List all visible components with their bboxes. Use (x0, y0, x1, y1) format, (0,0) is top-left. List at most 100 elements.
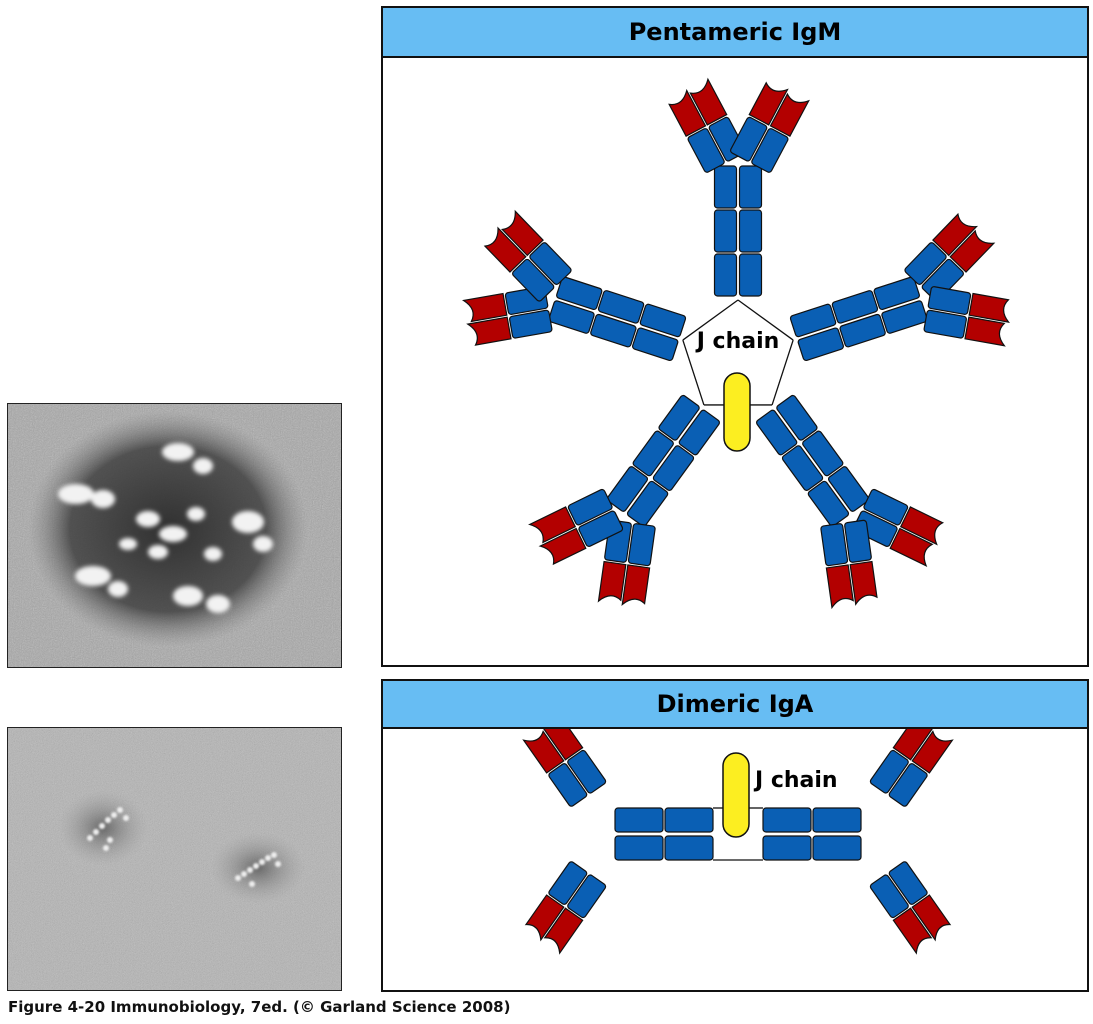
variable-domain (621, 564, 651, 606)
variable-domain (932, 212, 979, 257)
constant-domain (927, 286, 972, 315)
constant-domain (687, 128, 725, 173)
heavy-chain-constant-domain (807, 480, 850, 527)
heavy-chain-constant-domain (781, 445, 824, 491)
pentameric-igm-diagram: J chain (461, 77, 1010, 610)
heavy-chain-constant-domain (590, 313, 637, 348)
heavy-chain-constant-domain (812, 835, 862, 861)
heavy-chain-constant-domain (812, 807, 862, 833)
heavy-chain-constant-domain (831, 290, 879, 324)
constant-domain (567, 874, 607, 919)
constant-domain (863, 488, 909, 526)
heavy-chain-constant-domain (713, 209, 738, 253)
fab-arm (522, 729, 607, 807)
variable-domain (911, 894, 952, 942)
j-chain-label: J chain (753, 768, 838, 793)
constant-domain (923, 309, 967, 339)
heavy-chain-constant-domain (658, 394, 700, 441)
fab-arm (528, 488, 624, 566)
heavy-chain-constant-domain (548, 300, 595, 334)
constant-domain (567, 749, 607, 794)
heavy-chain-constant-domain (756, 409, 798, 456)
variable-domain (538, 527, 587, 566)
fab-arm (923, 286, 1010, 347)
heavy-chain-constant-domain (632, 327, 679, 362)
variable-domain (769, 92, 810, 137)
fab-arm (869, 861, 952, 955)
constant-domain (578, 510, 624, 548)
constant-domain (627, 523, 656, 567)
variable-domain (825, 564, 854, 610)
heavy-chain-constant-domain (664, 807, 714, 833)
variable-domain (748, 81, 789, 126)
j-chain-label: J chain (695, 329, 780, 354)
figure-caption: Figure 4-20 Immunobiology, 7ed. (© Garla… (8, 998, 511, 1016)
dimeric-iga-panel: Dimeric IgA J chain (381, 679, 1089, 992)
constant-domain (904, 242, 947, 285)
igm-monomers (461, 77, 1010, 610)
disulfide-bonds (682, 299, 794, 406)
variable-domain (899, 506, 945, 546)
heavy-chain-constant-domain (556, 276, 603, 311)
heavy-chain-constant-domain (797, 327, 844, 362)
fab-arm (820, 519, 878, 610)
iga-monomers (522, 729, 954, 955)
variable-domain (968, 292, 1010, 323)
dimeric-iga-micrograph (7, 727, 342, 991)
heavy-chain-constant-domain (626, 480, 669, 527)
disulfide-bonds (713, 807, 763, 861)
fab-arm (597, 519, 656, 606)
variable-domain (949, 229, 996, 273)
igm-monomer-1 (668, 77, 810, 297)
variable-domain (892, 907, 933, 955)
heavy-chain-constant-domain (632, 430, 674, 477)
iga-monomer-2 (762, 729, 954, 955)
fab-arm (483, 209, 572, 302)
fab-arm (869, 729, 954, 807)
constant-domain (751, 128, 789, 173)
constant-domain (888, 763, 928, 807)
heavy-chain-constant-domain (639, 303, 687, 338)
heavy-chain-constant-domain (614, 807, 664, 833)
dimeric-iga-diagram: J chain (522, 729, 954, 955)
constant-domain (512, 258, 555, 302)
variable-domain (543, 907, 584, 955)
variable-domain (524, 894, 565, 942)
variable-domain (964, 316, 1006, 347)
fab-arm (668, 77, 746, 173)
variable-domain (466, 316, 512, 346)
j-chain (722, 752, 750, 838)
heavy-chain-constant-domain (664, 835, 714, 861)
igm-monomer-5 (461, 209, 687, 362)
disulfide-bond (771, 339, 794, 406)
variable-domain (689, 77, 728, 126)
heavy-chain-constant-domain (606, 466, 649, 512)
variable-domain (483, 226, 527, 273)
heavy-chain-constant-domain (614, 835, 664, 861)
constant-domain (820, 523, 849, 567)
constant-domain (844, 519, 872, 563)
iga-monomer-1 (522, 729, 714, 955)
heavy-chain-constant-domain (827, 466, 870, 512)
heavy-chain-constant-domain (776, 394, 818, 441)
heavy-chain-constant-domain (762, 835, 812, 861)
heavy-chain-constant-domain (738, 209, 763, 253)
variable-domain (849, 560, 878, 606)
heavy-chain-constant-domain (873, 276, 920, 311)
heavy-chain-constant-domain (839, 313, 886, 348)
j-chain (723, 372, 751, 452)
disulfide-bond (737, 299, 794, 341)
heavy-chain-constant-domain (802, 430, 844, 477)
igm-monomer-2 (789, 212, 1010, 362)
constant-domain (548, 861, 588, 905)
variable-domain (889, 527, 934, 568)
pentameric-igm-micrograph (7, 403, 342, 668)
heavy-chain-constant-domain (738, 253, 763, 297)
heavy-chain-constant-domain (713, 253, 738, 297)
variable-domain (500, 209, 544, 257)
igm-monomer-4 (528, 394, 720, 606)
heavy-chain-constant-domain (738, 165, 763, 209)
variable-domain (668, 88, 707, 137)
igm-monomer-3 (756, 394, 945, 610)
disulfide-bond (682, 299, 739, 341)
